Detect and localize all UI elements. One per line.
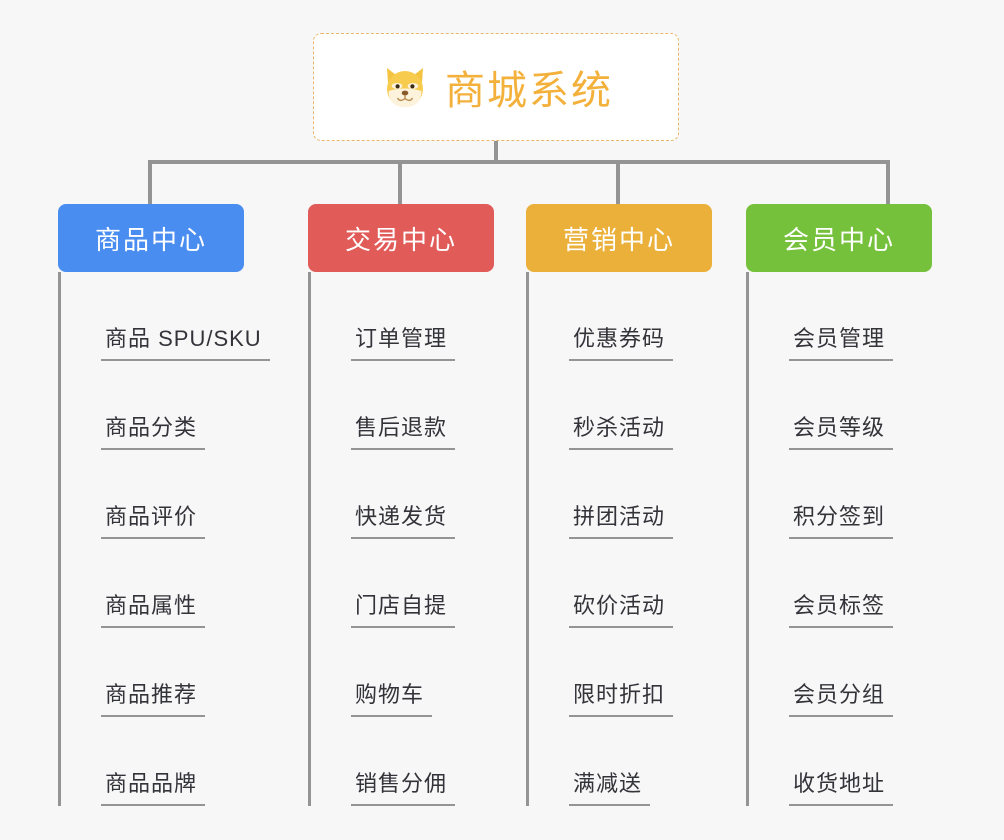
dog-face-icon <box>379 61 431 113</box>
leaf-item[interactable]: 会员管理 <box>746 272 932 361</box>
category-box-1[interactable]: 商品中心 <box>58 204 244 272</box>
leaf-item[interactable]: 订单管理 <box>308 272 494 361</box>
leaf-label: 会员分组 <box>793 682 886 707</box>
root-node[interactable]: 商城系统 <box>313 33 679 141</box>
leaf-item[interactable]: 商品分类 <box>58 361 244 450</box>
connector-drop-1 <box>148 160 152 204</box>
leaf-item[interactable]: 积分签到 <box>746 450 932 539</box>
leaf-label: 会员管理 <box>793 326 886 351</box>
leaf-item[interactable]: 收货地址 <box>746 717 932 806</box>
leaf-label: 快递发货 <box>355 504 448 529</box>
leaf-label: 满减送 <box>573 771 643 796</box>
connector-drop-4 <box>886 160 890 204</box>
leaf-list-1: 商品 SPU/SKU 商品分类 商品评价 商品属性 商品推荐 商品品牌 <box>58 272 270 806</box>
leaf-item[interactable]: 门店自提 <box>308 539 494 628</box>
leaf-item[interactable]: 商品 SPU/SKU <box>58 272 270 361</box>
leaf-item[interactable]: 销售分佣 <box>308 717 494 806</box>
leaf-label: 秒杀活动 <box>573 415 666 440</box>
leaf-item[interactable]: 商品属性 <box>58 539 244 628</box>
root-title: 商城系统 <box>445 69 613 113</box>
leaf-label: 优惠券码 <box>573 326 666 351</box>
leaf-label: 会员等级 <box>793 415 886 440</box>
branch-column-4: 会员中心 会员管理 会员等级 积分签到 会员标签 会员分组 收货地址 <box>746 204 932 806</box>
leaf-item[interactable]: 会员标签 <box>746 539 932 628</box>
leaf-label: 商品 SPU/SKU <box>105 326 262 351</box>
leaf-label: 门店自提 <box>355 593 448 618</box>
category-label-4: 会员中心 <box>782 224 895 255</box>
branch-column-2: 交易中心 订单管理 售后退款 快递发货 门店自提 购物车 销售分佣 <box>308 204 494 806</box>
leaf-label: 售后退款 <box>355 415 448 440</box>
leaf-item[interactable]: 砍价活动 <box>526 539 712 628</box>
leaf-item[interactable]: 购物车 <box>308 628 494 717</box>
category-label-3: 营销中心 <box>562 224 675 255</box>
leaf-item[interactable]: 快递发货 <box>308 450 494 539</box>
leaf-label: 砍价活动 <box>573 593 666 618</box>
leaf-label: 商品品牌 <box>105 771 198 796</box>
leaf-label: 购物车 <box>355 682 425 707</box>
leaf-item[interactable]: 秒杀活动 <box>526 361 712 450</box>
leaf-label: 商品推荐 <box>105 682 198 707</box>
leaf-list-3: 优惠券码 秒杀活动 拼团活动 砍价活动 限时折扣 满减送 <box>526 272 712 806</box>
leaf-item[interactable]: 会员分组 <box>746 628 932 717</box>
leaf-label: 订单管理 <box>355 326 448 351</box>
leaf-list-2: 订单管理 售后退款 快递发货 门店自提 购物车 销售分佣 <box>308 272 494 806</box>
category-label-1: 商品中心 <box>94 224 207 255</box>
leaf-item[interactable]: 商品评价 <box>58 450 244 539</box>
leaf-label: 收货地址 <box>793 771 886 796</box>
category-label-2: 交易中心 <box>344 224 457 255</box>
leaf-item[interactable]: 会员等级 <box>746 361 932 450</box>
leaf-label: 限时折扣 <box>573 682 666 707</box>
connector-drop-3 <box>616 160 620 204</box>
leaf-label: 商品分类 <box>105 415 198 440</box>
leaf-label: 会员标签 <box>793 593 886 618</box>
category-box-4[interactable]: 会员中心 <box>746 204 932 272</box>
category-box-3[interactable]: 营销中心 <box>526 204 712 272</box>
leaf-item[interactable]: 商品推荐 <box>58 628 244 717</box>
category-box-2[interactable]: 交易中心 <box>308 204 494 272</box>
leaf-item[interactable]: 商品品牌 <box>58 717 244 806</box>
leaf-item[interactable]: 满减送 <box>526 717 712 806</box>
branch-column-3: 营销中心 优惠券码 秒杀活动 拼团活动 砍价活动 限时折扣 满减送 <box>526 204 712 806</box>
leaf-item[interactable]: 拼团活动 <box>526 450 712 539</box>
leaf-item[interactable]: 售后退款 <box>308 361 494 450</box>
connector-drop-2 <box>398 160 402 204</box>
leaf-item[interactable]: 优惠券码 <box>526 272 712 361</box>
branch-column-1: 商品中心 商品 SPU/SKU 商品分类 商品评价 商品属性 商品推荐 商品品牌 <box>58 204 270 806</box>
connector-root-stem <box>494 141 498 164</box>
leaf-item[interactable]: 限时折扣 <box>526 628 712 717</box>
leaf-label: 商品属性 <box>105 593 198 618</box>
leaf-label: 积分签到 <box>793 504 886 529</box>
leaf-label: 销售分佣 <box>355 771 448 796</box>
leaf-label: 商品评价 <box>105 504 198 529</box>
leaf-label: 拼团活动 <box>573 504 666 529</box>
connector-horizontal-bar <box>148 160 890 164</box>
leaf-list-4: 会员管理 会员等级 积分签到 会员标签 会员分组 收货地址 <box>746 272 932 806</box>
